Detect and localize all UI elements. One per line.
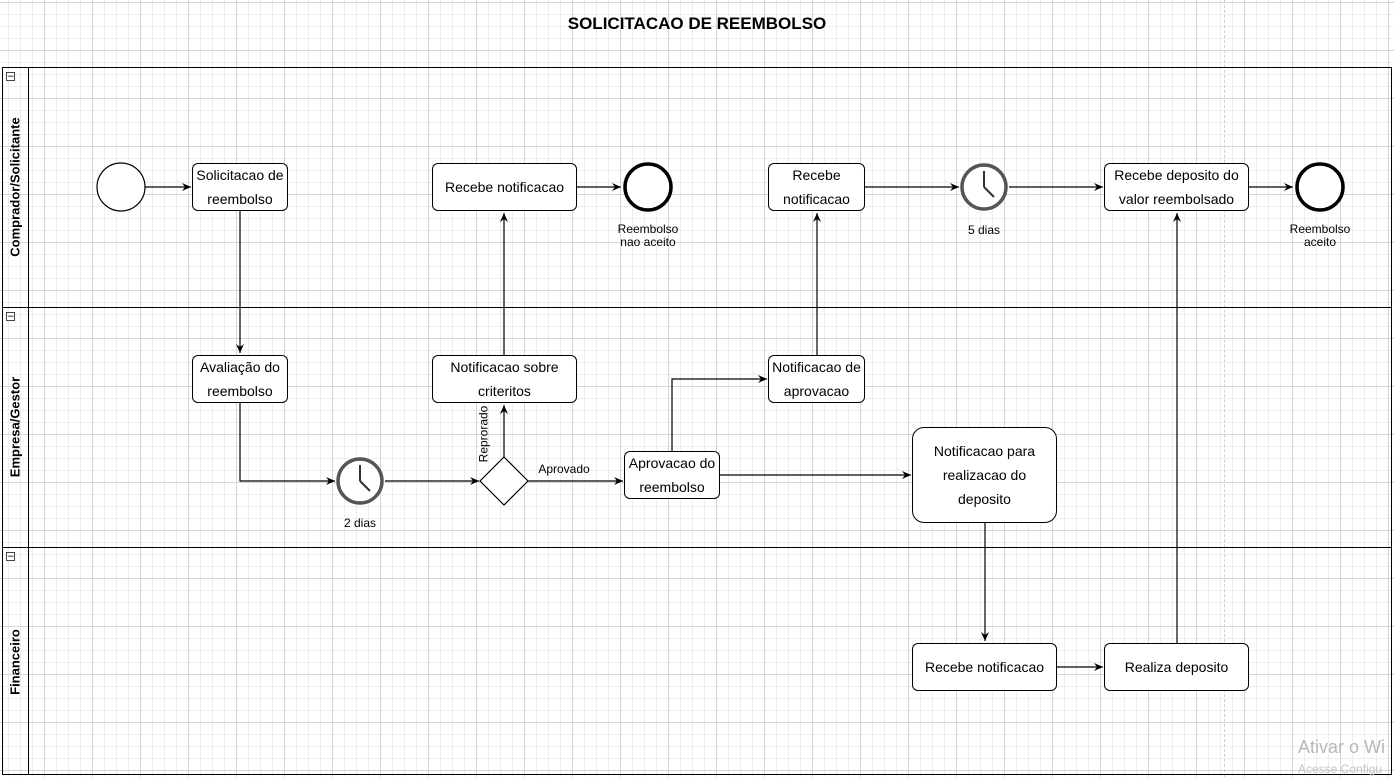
task-notificacao-deposito[interactable]: Notificacao para realizacao do deposito [912,427,1057,523]
activation-watermark-subtitle: Acesse Configu [1298,762,1383,776]
timer-2-dias-icon [336,457,384,505]
label-reembolso-nao-aceito: Reembolso nao aceito [617,222,679,249]
label-5-dias: 5 dias [967,223,1001,237]
activation-watermark-title: Ativar o Wi [1298,737,1386,757]
task-notificacao-criterios-label: Notificacao sobre criteritos [450,359,559,399]
task-aprovacao-label: Aprovacao do reembolso [628,455,716,495]
task-realiza-deposito-label: Realiza deposito [1124,659,1229,675]
lane-separator-2 [3,547,1391,548]
task-recebe-notificacao-financeiro[interactable]: Recebe notificacao [912,643,1057,691]
flow-avaliacao-to-timer [239,403,335,485]
task-aprovacao[interactable]: Aprovacao do reembolso [624,451,720,499]
task-avaliacao[interactable]: Avaliação do reembolso [192,355,288,403]
collapse-lane-comprador-icon[interactable]: − [6,72,15,82]
task-realiza-deposito[interactable]: Realiza deposito [1104,643,1249,691]
task-recebe-notificacao-1-label: Recebe notificacao [444,179,565,195]
task-notificacao-deposito-label: Notificacao para realizacao do deposito [933,443,1036,507]
task-notificacao-aprovacao[interactable]: Notificacao de aprovacao [768,355,865,403]
label-reprovado: Reprorado [476,405,491,463]
task-recebe-notificacao-2-label: Recebe notificacao [783,167,850,207]
task-recebe-deposito[interactable]: Recebe deposito do valor reembolsado [1104,163,1249,211]
bpmn-pool [2,67,1392,775]
label-reembolso-aceito: Reembolso aceito [1289,222,1351,249]
task-recebe-deposito-label: Recebe deposito do valor reembolsado [1114,167,1239,207]
lane-separator-1 [3,307,1391,308]
task-solicitacao[interactable]: Solicitacao de reembolso [192,163,288,211]
task-recebe-notificacao-2[interactable]: Recebe notificacao [768,163,865,211]
lane-header-divider [28,68,29,774]
label-2-dias: 2 dias [343,516,377,530]
exclusive-gateway [479,456,529,506]
end-event-aceito [1295,162,1345,212]
task-avaliacao-label: Avaliação do reembolso [200,359,280,399]
collapse-lane-empresa-icon[interactable]: − [6,312,15,322]
task-recebe-notificacao-financeiro-label: Recebe notificacao [924,659,1045,675]
task-solicitacao-label: Solicitacao de reembolso [196,167,284,207]
task-notificacao-aprovacao-label: Notificacao de aprovacao [772,359,861,399]
end-event-nao-aceito [623,162,673,212]
task-notificacao-criterios[interactable]: Notificacao sobre criteritos [432,355,577,403]
page-break-guide [1224,0,1225,777]
label-aprovado: Aprovado [538,462,590,476]
diagram-title: SOLICITACAO DE REEMBOLSO [567,14,827,33]
task-recebe-notificacao-1[interactable]: Recebe notificacao [432,163,577,211]
collapse-lane-financeiro-icon[interactable]: − [6,552,15,562]
flow-aprovacao-to-notif-aprovacao [671,375,767,451]
timer-5-dias-icon [960,163,1008,211]
start-event [96,162,146,212]
